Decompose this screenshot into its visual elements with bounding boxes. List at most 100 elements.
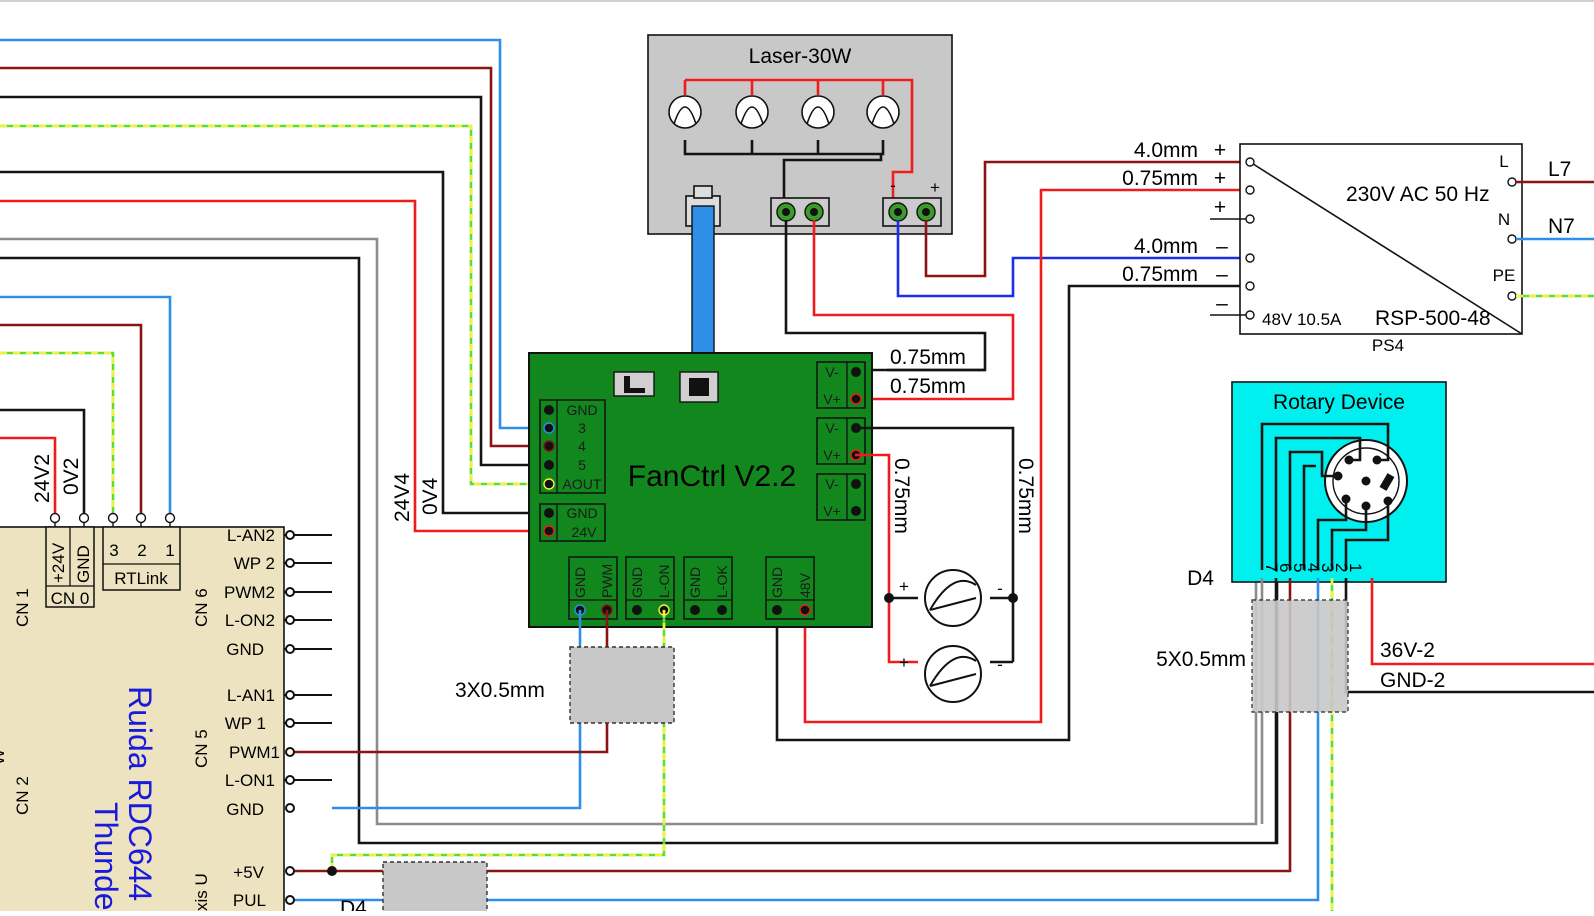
- pin-label: GND: [566, 505, 597, 521]
- voltage-label: 0V2: [60, 458, 83, 495]
- ruida-controller: +24V GND CN 0 3 2 1 RTLink 24V2 0V2 24V4…: [0, 454, 442, 916]
- fan-icon: + -: [899, 569, 1003, 627]
- ruida-subtitle: Thunde: [88, 802, 124, 911]
- rotary-title: Rotary Device: [1273, 391, 1405, 414]
- svg-text:+: +: [899, 577, 909, 596]
- pin-label: V-: [825, 476, 839, 492]
- pin-label: L-OK: [714, 565, 730, 598]
- fanctrl-right-connectors: V- V+ V- V+ V- V+: [816, 361, 866, 521]
- cn2-label: CN 2: [13, 776, 32, 815]
- psu-ac-terminals: L N PE: [1493, 152, 1517, 301]
- svg-text:L-AN2: L-AN2: [227, 526, 275, 545]
- ac-pin: L: [1499, 152, 1508, 171]
- rotary-device: Rotary Device D4 7 6 5 4: [1187, 381, 1447, 590]
- pin-label: 1: [165, 541, 174, 560]
- pin-label: 2: [137, 541, 146, 560]
- cable-label: 3X0.5mm: [455, 679, 545, 702]
- psu-dc-terminals: + + + – – –: [1210, 139, 1255, 320]
- svg-text:L-ON1: L-ON1: [225, 771, 275, 790]
- psu-model: RSP-500-48: [1375, 307, 1491, 330]
- laser-tube-box: Laser-30W: [647, 34, 953, 235]
- cn1-label: CN 1: [13, 588, 32, 627]
- pin-label: GND: [769, 567, 785, 598]
- pin-label: V-: [825, 420, 839, 436]
- cn2-w: W: [0, 749, 8, 765]
- rtlink-connector: [102, 526, 181, 591]
- d4-label: D4: [340, 897, 367, 911]
- cn0-label: CN 0: [51, 589, 90, 608]
- pin-label: GND: [687, 567, 703, 598]
- wire-label: 36V-2: [1380, 639, 1435, 662]
- svg-text:PWM1: PWM1: [229, 743, 280, 762]
- out-label: N7: [1548, 215, 1575, 238]
- rtlink-label: RTLink: [114, 569, 168, 588]
- laser-fan-icon: [866, 95, 900, 129]
- svg-text:1: 1: [1346, 563, 1365, 572]
- psu-sign: –: [1216, 263, 1228, 286]
- cn5-pins: L-AN1 WP 1 PWM1 L-ON1 GND: [225, 686, 280, 819]
- pin-label: GND: [566, 402, 597, 418]
- wire-label: 0.75mm: [890, 375, 966, 398]
- pin-label: V+: [823, 503, 841, 519]
- svg-text:+: +: [899, 653, 909, 672]
- axis-pins: +5V PUL: [233, 863, 266, 910]
- laser-wires: [775, 160, 1240, 742]
- svg-text:3: 3: [1318, 563, 1337, 572]
- svg-text:WP 1: WP 1: [225, 714, 266, 733]
- svg-text:PWM2: PWM2: [224, 583, 275, 602]
- laser-title: Laser-30W: [749, 45, 852, 68]
- ac-pin: PE: [1493, 266, 1516, 285]
- harness-wires-left: [0, 38, 1279, 845]
- pin-label: PWM: [599, 564, 615, 598]
- wire-label: 0.75mm: [1122, 167, 1198, 190]
- ruida-title: Ruida RDC644: [122, 686, 158, 901]
- fanctrl-title: FanCtrl V2.2: [628, 460, 796, 493]
- voltage-label: 24V4: [391, 473, 414, 522]
- laser-fan-icon: [801, 95, 835, 129]
- psu-sign: –: [1216, 292, 1228, 315]
- ac-pin: N: [1498, 210, 1510, 229]
- pin-label: L-ON: [656, 565, 672, 598]
- fanctrl-left-pins: GND 3 4 5 AOUT: [543, 402, 602, 492]
- wire-label: 0.75mm: [890, 346, 966, 369]
- laser-plus: +: [930, 178, 940, 197]
- axis-label: xis U: [192, 873, 211, 911]
- wire-label: GND-2: [1380, 669, 1445, 692]
- pin-label: V+: [823, 391, 841, 407]
- svg-text:GND: GND: [226, 640, 264, 659]
- pin-label: V+: [823, 447, 841, 463]
- wire-label: 0.75mm: [890, 458, 913, 534]
- psu-dc: 48V 10.5A: [1262, 310, 1342, 329]
- pin-label: 4: [578, 438, 586, 454]
- svg-text:PUL: PUL: [233, 891, 266, 910]
- pin-label: 24V: [572, 524, 598, 540]
- svg-text:GND: GND: [226, 800, 264, 819]
- power-supply: 230V AC 50 Hz 48V 10.5A RSP-500-48 PS4 +…: [1122, 139, 1594, 355]
- cable-bundle-3x: 3X0.5mm: [290, 610, 675, 875]
- svg-text:7: 7: [1262, 563, 1281, 572]
- ruida-pin-stubs: [284, 530, 332, 905]
- wire-label: 0.75mm: [1122, 263, 1198, 286]
- svg-text:L-ON2: L-ON2: [225, 611, 275, 630]
- cable-label: 5X0.5mm: [1156, 648, 1246, 671]
- pin-label: 5: [578, 457, 586, 473]
- laser-fan-icon: [668, 95, 702, 129]
- svg-text:L-AN1: L-AN1: [227, 686, 275, 705]
- svg-text:+5V: +5V: [233, 863, 264, 882]
- rotary-internal-wires: [1260, 422, 1390, 570]
- pin-label: GND: [629, 567, 645, 598]
- psu-sign: +: [1214, 139, 1226, 162]
- svg-text:-: -: [997, 655, 1003, 674]
- cable-bundle-bottom: [382, 861, 488, 916]
- svg-text:4: 4: [1304, 563, 1323, 572]
- rotary-pin-labels: 7 6 5 4 3 2 1: [1262, 563, 1365, 572]
- psu-label: PS4: [1372, 336, 1404, 355]
- psu-sign: +: [1214, 167, 1226, 190]
- laser-minus: -: [890, 176, 896, 195]
- pin-label: +24V: [49, 542, 68, 583]
- rotary-wires: 36V-2 GND-2: [290, 578, 1594, 911]
- cn6-label: CN 6: [192, 588, 211, 627]
- wire-label: 4.0mm: [1134, 235, 1198, 258]
- psu-ac: 230V AC 50 Hz: [1346, 183, 1490, 206]
